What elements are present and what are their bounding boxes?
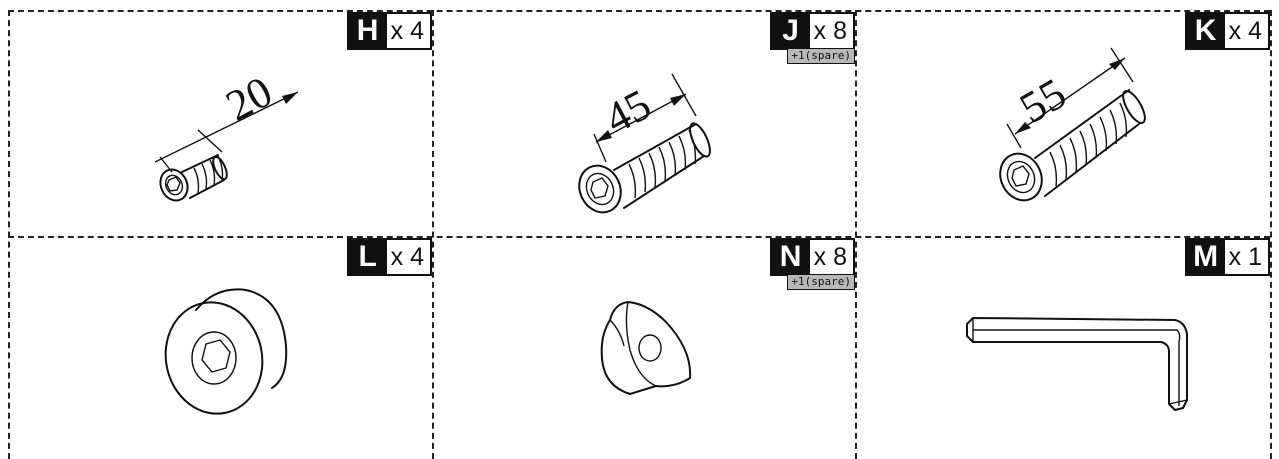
dimension-label: 20 <box>218 67 280 131</box>
part-label-k: K x 4 <box>1184 12 1270 50</box>
grid-divider <box>432 10 434 459</box>
part-label-n: N x 8 <box>769 238 855 276</box>
part-letter: L <box>348 240 387 274</box>
part-cell-m: M x 1 <box>857 238 1270 459</box>
grid-divider <box>855 10 857 459</box>
part-cell-h: H x 4 20 <box>10 12 432 236</box>
long-socket-screw-icon: 55 <box>999 47 1146 202</box>
part-quantity: x 1 <box>1228 243 1262 271</box>
part-label-m: M x 1 <box>1184 238 1270 276</box>
grid-divider <box>1270 10 1272 459</box>
grid-divider <box>8 10 1270 12</box>
part-cell-n: N x 8 +1(spare) <box>434 238 855 459</box>
part-quantity: x 4 <box>390 243 424 271</box>
grid-divider <box>8 236 1270 238</box>
part-quantity: x 4 <box>1228 17 1262 45</box>
spare-note: +1(spare) <box>787 48 855 64</box>
part-letter: M <box>1186 240 1225 274</box>
part-letter: J <box>771 14 810 48</box>
dimension-label: 55 <box>1012 69 1075 133</box>
short-socket-screw-icon: 20 <box>154 67 299 202</box>
part-label-h: H x 4 <box>346 12 432 50</box>
part-letter: K <box>1186 14 1225 48</box>
part-label-l: L x 4 <box>346 238 432 276</box>
grid-divider <box>8 10 10 459</box>
part-quantity: x 8 <box>813 243 847 271</box>
part-cell-k: K x 4 55 <box>857 12 1270 236</box>
part-cell-j: J x 8 +1(spare) 45 <box>434 12 855 236</box>
round-spacer-icon <box>164 288 288 415</box>
part-letter: H <box>348 14 387 48</box>
part-quantity: x 8 <box>813 17 847 45</box>
spare-note: +1(spare) <box>787 274 855 290</box>
part-quantity: x 4 <box>390 17 424 45</box>
part-letter: N <box>771 240 810 274</box>
part-cell-l: L x 4 <box>10 238 432 459</box>
hex-key-icon <box>966 317 1188 411</box>
medium-socket-screw-icon: 45 <box>578 73 711 214</box>
part-label-j: J x 8 <box>769 12 855 50</box>
curved-washer-icon <box>600 301 692 395</box>
